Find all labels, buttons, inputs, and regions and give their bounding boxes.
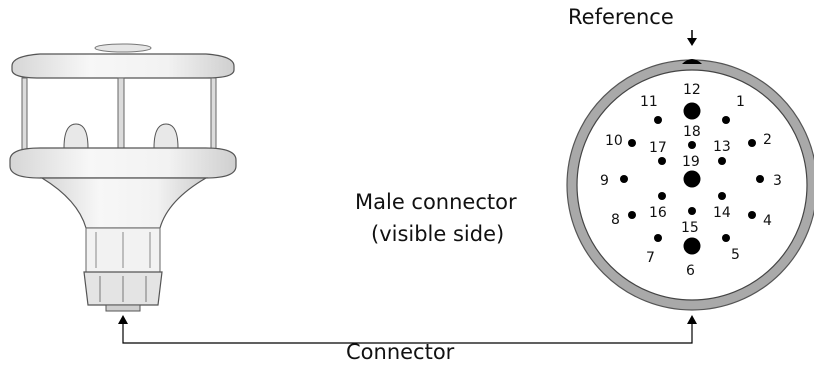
visible-side-label: (visible side)	[371, 222, 505, 246]
reference-label: Reference	[568, 5, 674, 29]
pin-label-10: 10	[605, 133, 623, 149]
pin-12	[683, 102, 701, 120]
pin-5	[722, 234, 730, 242]
pin-17	[658, 157, 666, 165]
pin-2	[748, 139, 756, 147]
pin-18	[688, 141, 696, 149]
connector-label: Connector	[346, 340, 455, 364]
pin-8	[628, 211, 636, 219]
pin-label-3: 3	[773, 173, 782, 189]
pin-label-19: 19	[682, 154, 700, 170]
pin-13	[718, 157, 726, 165]
connector-line	[122, 322, 693, 344]
pin-label-8: 8	[611, 212, 620, 228]
pin-label-18: 18	[683, 124, 701, 140]
pin-label-1: 1	[736, 94, 745, 110]
pin-label-9: 9	[600, 173, 609, 189]
pin-19	[683, 170, 701, 188]
connector-arrow-left	[118, 315, 128, 324]
pin-label-12: 12	[683, 82, 701, 98]
connector-arrow-right	[687, 315, 697, 324]
pin-9	[620, 175, 628, 183]
reference-arrow	[687, 38, 697, 46]
pin-3	[756, 175, 764, 183]
pin-label-13: 13	[713, 139, 731, 155]
pin-label-15: 15	[681, 220, 699, 236]
pin-7	[654, 234, 662, 242]
pin-4	[748, 211, 756, 219]
pin-label-2: 2	[763, 132, 772, 148]
pin-15	[688, 207, 696, 215]
pin-10	[628, 139, 636, 147]
pin-label-4: 4	[763, 213, 772, 229]
male-connector-label: Male connector	[355, 190, 517, 214]
arrows	[118, 30, 697, 344]
pin-6	[683, 237, 701, 255]
pin-label-6: 6	[686, 263, 695, 279]
pin-label-5: 5	[731, 247, 740, 263]
pin-1	[722, 116, 730, 124]
pin-14	[718, 192, 726, 200]
pin-11	[654, 116, 662, 124]
pin-label-14: 14	[713, 205, 731, 221]
pin-label-7: 7	[646, 250, 655, 266]
reference-key	[682, 59, 702, 64]
pin-label-17: 17	[649, 140, 667, 156]
pin-16	[658, 192, 666, 200]
pin-label-11: 11	[640, 94, 658, 110]
sensor-illustration	[9, 43, 237, 312]
pin-label-16: 16	[649, 205, 667, 221]
